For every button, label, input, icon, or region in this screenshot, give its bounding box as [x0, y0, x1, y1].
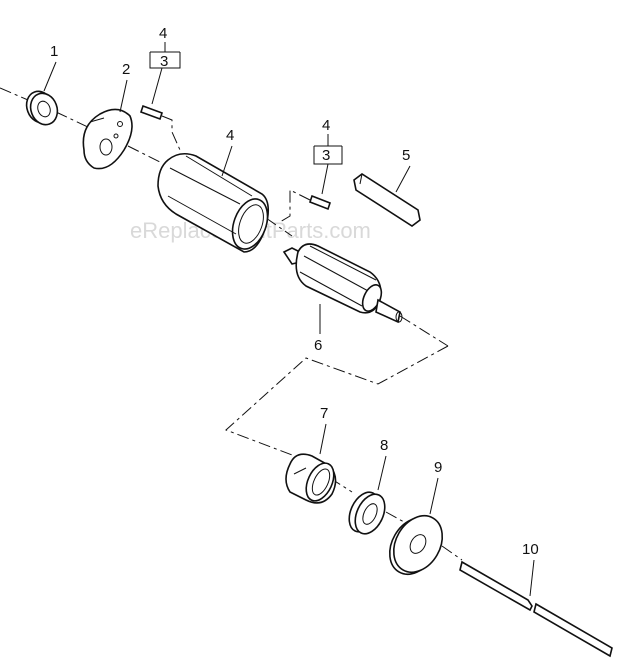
assembly-axis-upper: [0, 87, 463, 561]
callout-9: 9: [434, 459, 442, 476]
callout-5: 5: [402, 147, 410, 164]
part-9-washer: [388, 477, 444, 576]
callout-3a: 3: [160, 53, 168, 70]
part-7-sleeve: [285, 423, 337, 504]
callout-2: 2: [122, 61, 130, 78]
callout-10: 10: [522, 541, 539, 558]
part-8-bearing: [348, 455, 387, 535]
part-3-pin-right: [279, 134, 343, 223]
part-5-vane: [353, 165, 421, 227]
part-6-rotor: [282, 243, 403, 334]
callout-3b: 3: [322, 147, 330, 164]
callout-1: 1: [50, 43, 58, 60]
part-1-bearing: [25, 61, 59, 126]
callout-6: 6: [314, 337, 322, 354]
part-2-end-plate: [82, 79, 133, 170]
callout-4: 4: [226, 127, 234, 144]
callout-8: 8: [380, 437, 388, 454]
callout-3b-parent: 4: [322, 117, 330, 134]
part-10-shaft: [459, 559, 613, 658]
callout-3a-parent: 4: [159, 25, 167, 42]
part-3-pin-left: [139, 42, 181, 151]
callout-7: 7: [320, 405, 328, 422]
part-4-cylinder: [157, 145, 270, 253]
